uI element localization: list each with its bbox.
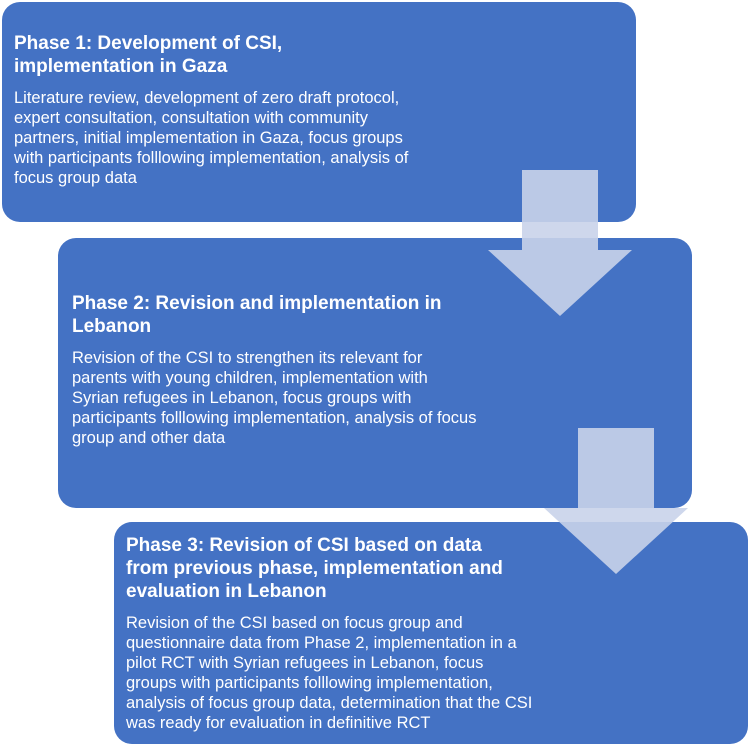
arrow-down-icon <box>488 170 632 316</box>
phase-3-box: Phase 3: Revision of CSI based on data f… <box>114 522 748 744</box>
phase-2-description: Revision of the CSI to strengthen its re… <box>72 349 477 447</box>
phase-3-title: Phase 3: Revision of CSI based on data f… <box>126 535 503 602</box>
phase-1-title: Phase 1: Development of CSI, implementat… <box>14 33 283 77</box>
phase-2-title: Phase 2: Revision and implementation in … <box>72 293 442 337</box>
phase-3-description: Revision of the CSI based on focus group… <box>126 614 533 732</box>
arrow-down-icon <box>544 428 688 574</box>
phase-1-box: Phase 1: Development of CSI, implementat… <box>2 2 636 222</box>
phase-1-description: Literature review, development of zero d… <box>14 89 409 187</box>
